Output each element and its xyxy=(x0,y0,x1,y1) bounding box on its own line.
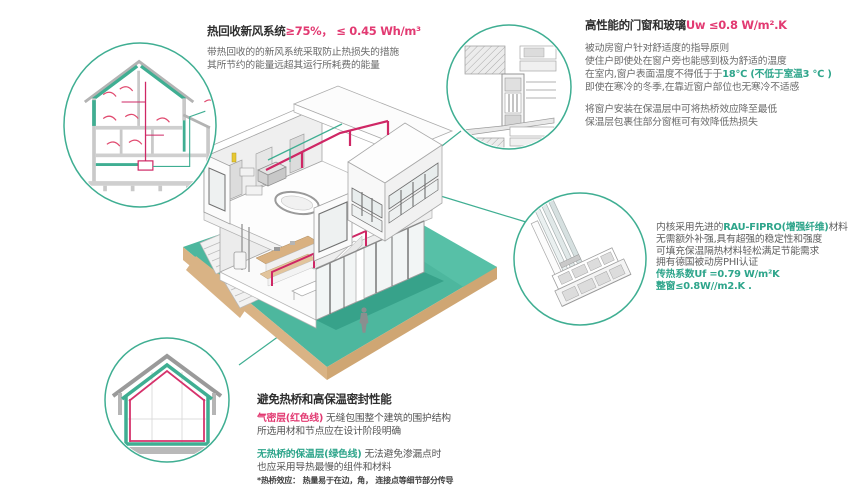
callout-ventilation-text: 热回收新风系统≥75%， ≤ 0.45 Wh/m³ 带热回收的的新风系统采取防止… xyxy=(207,23,421,72)
ventilation-body-line1: 带热回收的的新风系统采取防止热损失的措施 xyxy=(207,47,399,58)
glass-doors-lower xyxy=(315,220,425,321)
profile-line5: 传热系数Uf =0.79 W/m²K xyxy=(656,269,780,281)
window-profile-callout xyxy=(513,192,647,326)
callout-thermal-text: 避免热桥和高保温密封性能 气密层(红色线) 无缝包围整个建筑的围护结构 所选用材… xyxy=(257,391,454,486)
person-figure xyxy=(359,307,369,333)
window-body-line4: 即使在寒冷的冬季,在靠近窗户部位也无寒冷不适感 xyxy=(585,82,800,93)
ventilation-section-callout xyxy=(63,42,217,208)
utility-pipes xyxy=(233,224,250,272)
thermal-title: 避免热桥和高保温密封性能 xyxy=(257,392,392,406)
window-body-line3: 在室内,窗户表面温度不得低于于18℃ (不低于室温3 ℃ ) xyxy=(585,69,832,80)
window-body-line2: 使住户即使处在窗户旁也能感到极为舒适的温度 xyxy=(585,56,787,67)
upper-floor xyxy=(203,85,454,262)
profile-line2: 无需额外补强,具有超强的稳定性和强度 xyxy=(656,233,823,245)
profile-line4: 拥有德国被动房PHI认证 xyxy=(656,257,758,269)
airflow-arrows xyxy=(102,86,215,147)
profile-line3: 可填充保温隔热材料轻松满足节能需求 xyxy=(656,245,820,257)
ventilation-body-line2: 其所节约的能量远超其运行所耗费的能量 xyxy=(207,60,380,71)
ventilation-title: 热回收新风系统≥75%， ≤ 0.45 Wh/m³ xyxy=(207,24,421,38)
isometric-house xyxy=(183,85,497,380)
window-body-line5: 将窗户安装在保温层中可将热桥效应降至最低 xyxy=(585,104,777,115)
thermal-footnote: *热桥效应： 热量易于在边，角， 连接点等细节部分传导 xyxy=(257,476,454,485)
duct-teal xyxy=(267,123,343,162)
callout-window-text: 高性能的门窗和玻璃Uw ≤0.8 W/m².K 被动房窗户针对舒适度的指导原则 … xyxy=(585,17,832,129)
window-body-line6: 保温层包裹住部分窗框可有效降低热损失 xyxy=(585,117,758,128)
bedroom-volume xyxy=(347,122,443,242)
thermal-line4: 也应采用导热最慢的组件和材料 xyxy=(257,462,392,473)
thermal-line2: 所选用材和节点应在设计阶段明确 xyxy=(257,426,401,437)
profile-line1: 内核采用先进的RAU-FIPRO(增强纤维)材料 xyxy=(656,222,848,233)
window-title: 高性能的门窗和玻璃Uw ≤0.8 W/m².K xyxy=(585,18,787,32)
ventilation-unit xyxy=(231,152,287,196)
window-body-line1: 被动房窗户针对舒适度的指导原则 xyxy=(585,43,729,54)
thermal-line3: 无热桥的保温层(绿色线) 无法避免渗漏点时 xyxy=(257,449,442,460)
callout-profile-text: 内核采用先进的RAU-FIPRO(增强纤维)材料 无需额外补强,具有超强的稳定性… xyxy=(656,222,848,293)
profile-line6: 整窗≤0.8W//m2.K . xyxy=(656,280,752,292)
insulation-section-callout xyxy=(104,337,230,463)
duct-upper xyxy=(265,119,390,171)
thermal-line1: 气密层(红色线) 无缝包围整个建筑的围护结构 xyxy=(257,413,451,424)
window-section-callout xyxy=(446,24,572,150)
